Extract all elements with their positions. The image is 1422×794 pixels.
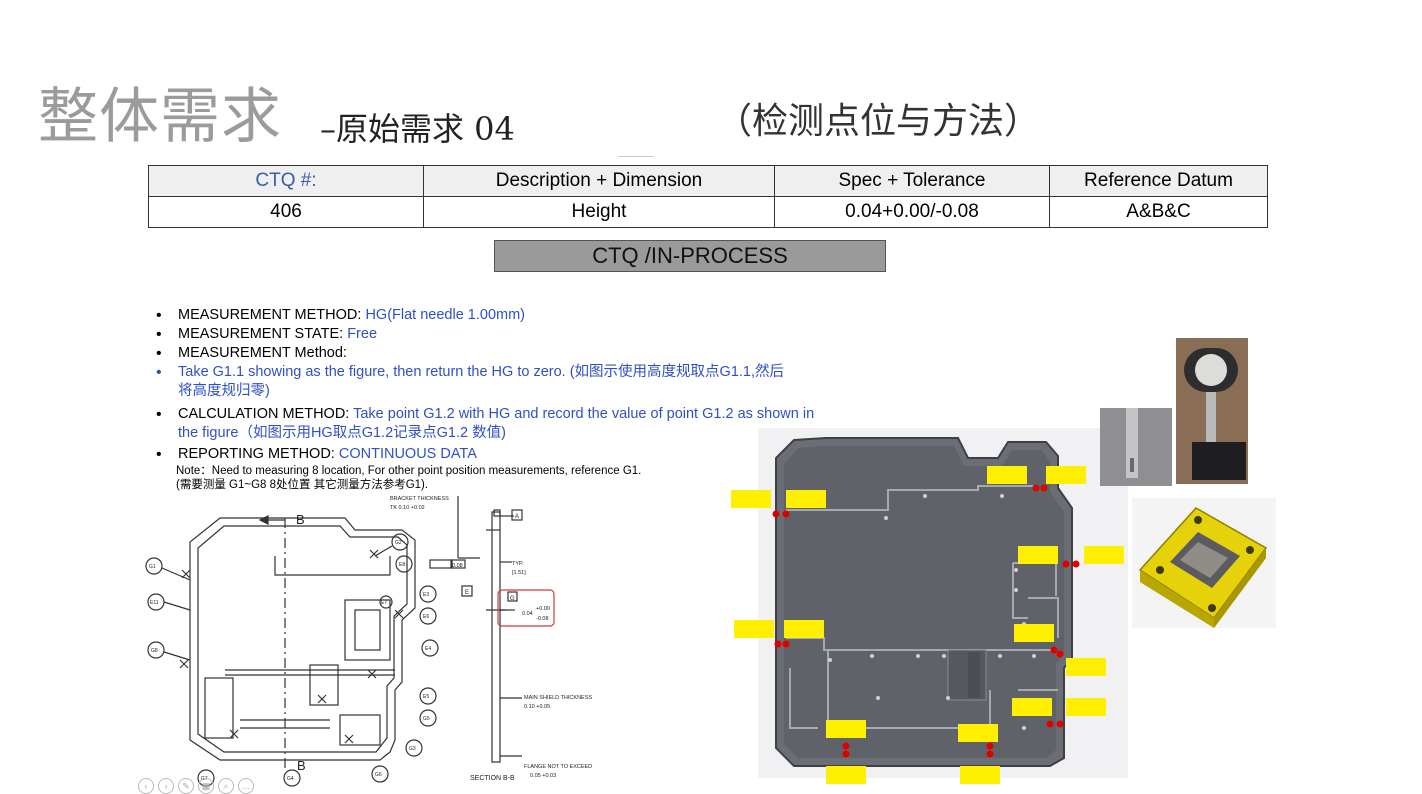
header-datum: Reference Datum (1049, 165, 1268, 197)
bullet-label: MEASUREMENT METHOD: (178, 307, 366, 323)
flange-label: FLANGE NOT TO EXCEED (524, 764, 592, 770)
list-item: •Take G1.1 showing as the figure, then r… (156, 363, 816, 401)
datum-g: G (510, 596, 515, 602)
callout-value: 0.04 (522, 611, 533, 617)
balloon-g8: G8 (151, 648, 158, 654)
balloon-g3: G3 (409, 746, 416, 752)
datum-e: E (465, 590, 469, 596)
bullet-value: Free (347, 326, 378, 342)
list-item: •MEASUREMENT Method: (156, 345, 347, 362)
bullet-label: REPORTING METHOD: (178, 446, 339, 462)
cell-spec: 0.04+0.00/-0.08 (774, 196, 1050, 228)
cell-description: Height (423, 196, 775, 228)
balloon-e3: E3 (423, 592, 429, 598)
bracket-thickness-label: BRACKET THICKNESS (390, 496, 449, 502)
bullet-label: MEASUREMENT Method: (178, 345, 347, 361)
ctq-table: CTQ #: Description + Dimension Spec + To… (148, 165, 1268, 228)
slide-controls: ‹›✎▦⌕… (138, 776, 258, 794)
note-line-2: (需要测量 G1~G8 8处位置 其它测量方法参考G1). (176, 479, 429, 491)
page-subtitle: –原始需求 04 (320, 110, 515, 148)
bracket-thickness-tol: TK 0.10 +0.02 (390, 505, 425, 511)
balloon-g5: G5 (423, 716, 430, 722)
datum-a: A (515, 514, 519, 520)
note-line-1: Note：Need to measuring 8 location, For o… (176, 465, 642, 477)
balloon-e8: E8 (399, 562, 405, 568)
flange-value: 0.05 +0.03 (530, 773, 556, 779)
page-title: 整体需求 (38, 82, 282, 152)
height-gauge-photo (1100, 338, 1248, 486)
bullet-value: HG(Flat needle 1.00mm) (365, 307, 526, 323)
balloon-g2: G2 (395, 540, 402, 546)
header-description: Description + Dimension (423, 165, 775, 197)
balloon-g4: G4 (287, 776, 294, 782)
bullet-label: MEASUREMENT STATE: (178, 326, 348, 342)
list-item: •MEASUREMENT METHOD: HG(Flat needle 1.00… (156, 307, 526, 324)
table-row: 406 Height 0.04+0.00/-0.08 A&B&C (148, 196, 1268, 228)
callout-plus: +0.00 (536, 606, 550, 612)
balloon-e6: E6 (423, 614, 429, 620)
section-title: SECTION B-B (470, 775, 515, 782)
section-mark-bottom: B (297, 758, 306, 773)
list-item: •REPORTING METHOD: CONTINUOUS DATA (156, 446, 477, 463)
balloon-e5: E5 (423, 694, 429, 700)
divider (618, 156, 654, 157)
cell-ctq: 406 (148, 196, 424, 228)
typ-label: TYP. (512, 561, 524, 567)
balloon-g1: G1 (149, 564, 156, 570)
list-item: •CALCULATION METHOD: Take point G1.2 wit… (156, 406, 815, 441)
main-shield-label: MAIN SHIELD THICKNESS (524, 695, 592, 701)
cell-datum: A&B&C (1049, 196, 1268, 228)
part-measurement-figure (731, 428, 1128, 784)
balloon-e7: E7 (381, 600, 387, 606)
main-shield-value: 0.10 +0.05 (524, 704, 550, 710)
header-ctq: CTQ #: (148, 165, 424, 197)
balloon-e4: E4 (425, 646, 431, 652)
bullet-value: CONTINUOUS DATA (338, 446, 477, 462)
measurement-bullets: •MEASUREMENT METHOD: HG(Flat needle 1.00… (156, 306, 816, 492)
balloon-g6: G6 (375, 772, 382, 778)
bullet-label: CALCULATION METHOD: (178, 406, 354, 422)
section-mark-top: B (296, 512, 305, 527)
bullet-value: Take G1.1 showing as the figure, then re… (178, 364, 785, 399)
table-header-row: CTQ #: Description + Dimension Spec + To… (148, 165, 1268, 197)
balloon-e11: E11 (150, 600, 159, 606)
engineering-drawing: B B SECTION B-B BRACKET THICKNESS TK 0.1… (145, 496, 592, 787)
callout-minus: -0.08 (536, 616, 549, 622)
flatness-value: 0.08 (452, 563, 463, 569)
bullet-value: Take point G1.2 with HG and record the v… (178, 406, 815, 441)
typ-value: [1.51] (512, 570, 526, 576)
fixture-render (1132, 498, 1276, 628)
header-spec: Spec + Tolerance (774, 165, 1050, 197)
list-item: •MEASUREMENT STATE: Free (156, 326, 378, 343)
page-title-note: （检测点位与方法） (716, 101, 1041, 142)
ctq-banner: CTQ /IN-PROCESS (494, 240, 886, 272)
